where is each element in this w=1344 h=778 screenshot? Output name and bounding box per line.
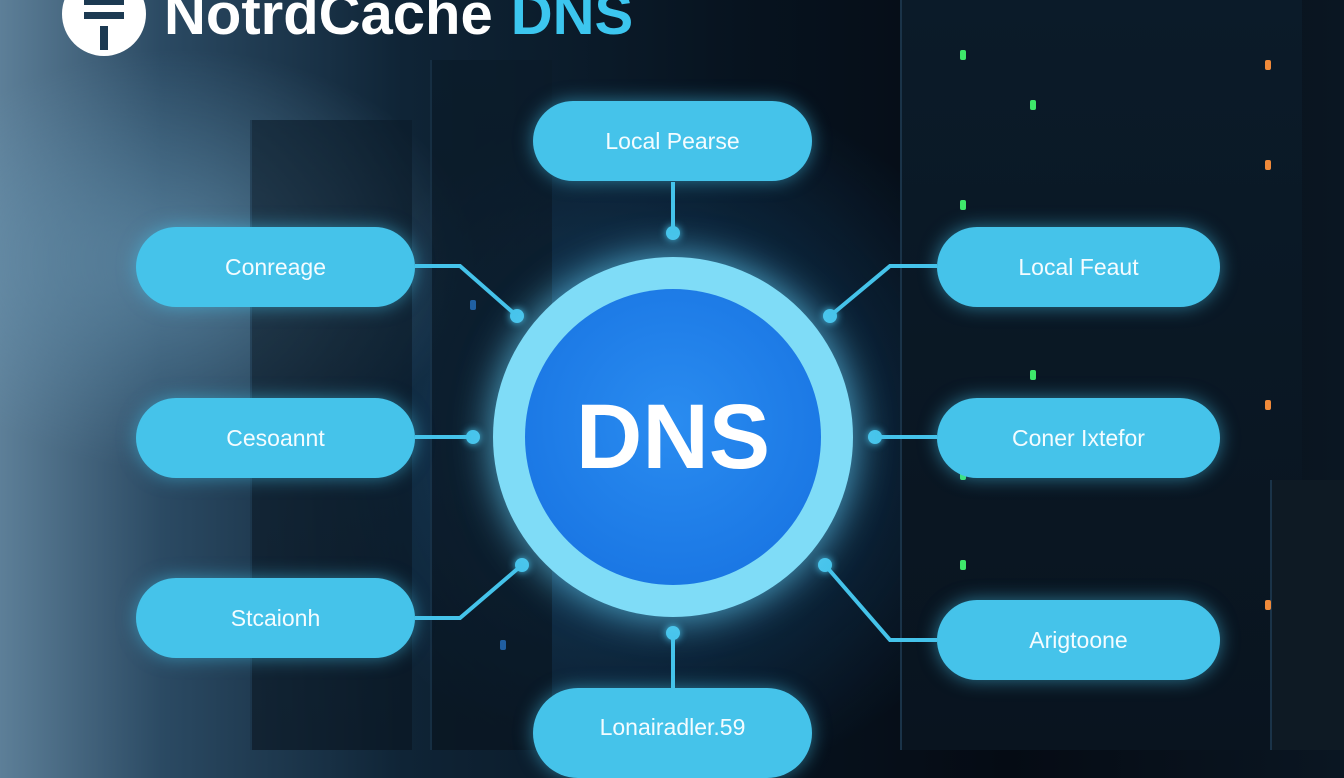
title-main: NotrdCache [164,0,493,47]
node-left-3: Stcaionh [136,578,415,658]
connector-dot [466,430,480,444]
node-right-1: Local Feaut [937,227,1220,307]
connector-dot [818,558,832,572]
node-right-2: Coner Ixtefor [937,398,1220,478]
node-left-1: Conreage [136,227,415,307]
connector-dot [823,309,837,323]
title-accent: DNS [510,0,634,47]
connector-dot [666,226,680,240]
dns-hub: DNS [525,289,821,585]
page-title: NotrdCache DNS [62,0,633,56]
node-top: Local Pearse [533,101,812,181]
connector-lines [415,182,937,688]
node-right-3: Arigtoone [937,600,1220,680]
node-left-2: Cesoannt [136,398,415,478]
connector-dot [510,309,524,323]
connector-dot [666,626,680,640]
connector-dot [868,430,882,444]
node-bottom: Lonairadler.59 [533,688,812,778]
connector-dot [515,558,529,572]
